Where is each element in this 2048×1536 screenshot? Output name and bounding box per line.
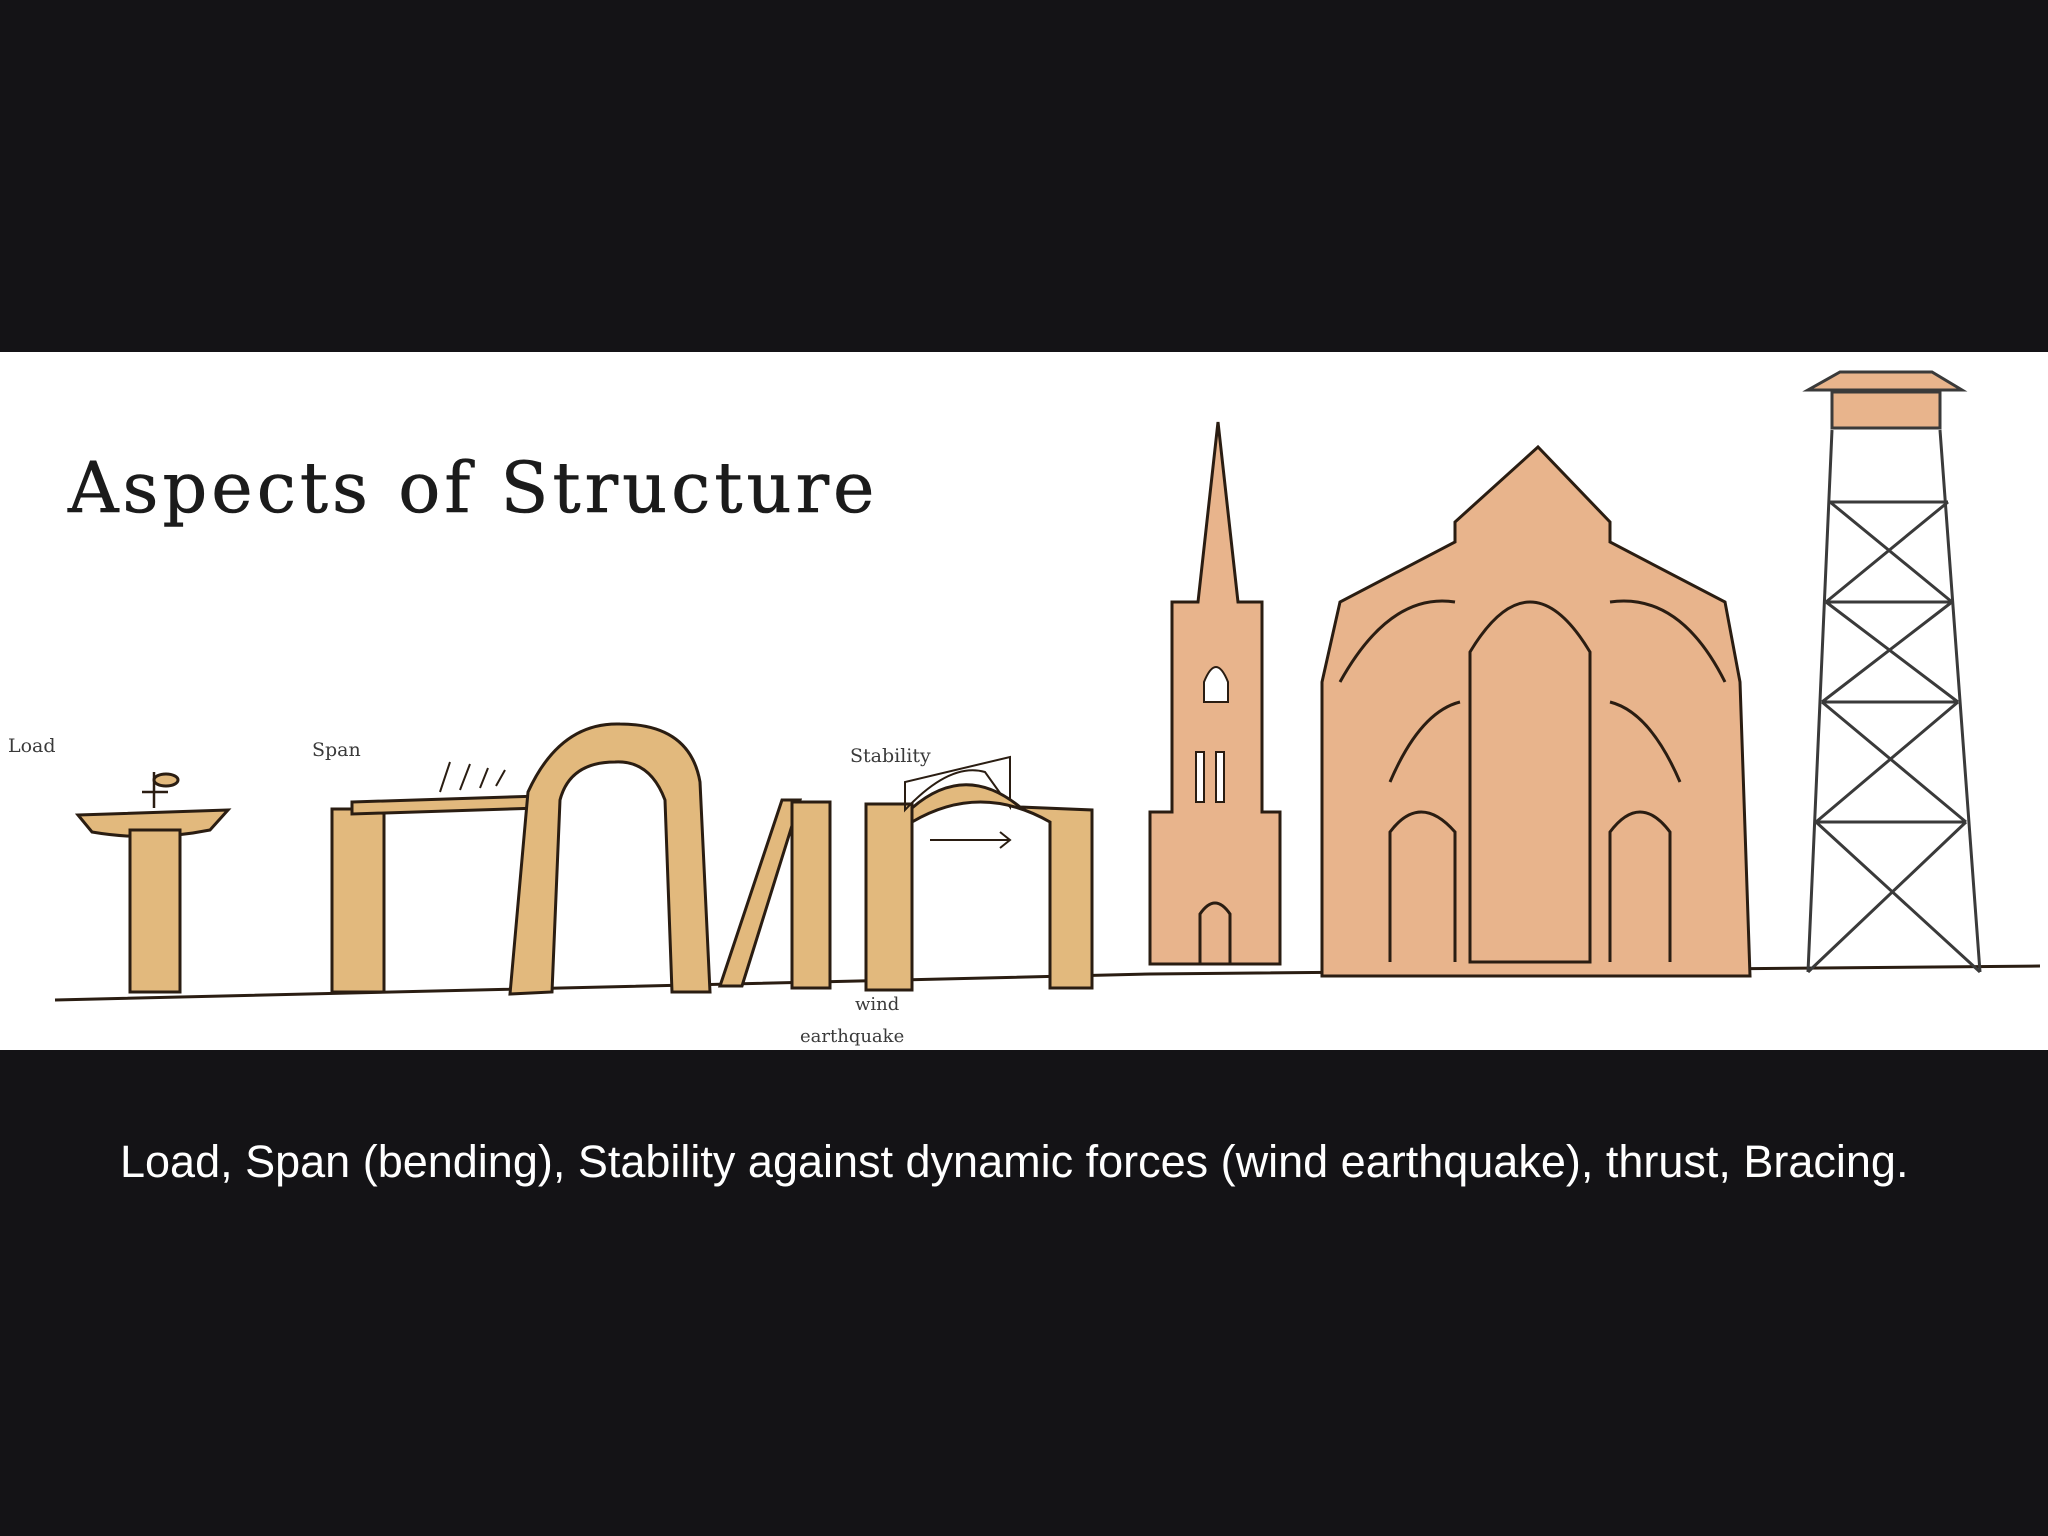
label-stability: Stability (850, 745, 931, 767)
load-post-drawing (74, 772, 232, 994)
slide-caption: Load, Span (bending), Stability against … (120, 1136, 1909, 1187)
illustration-title: Aspects of Structure (67, 447, 878, 529)
label-wind: wind (855, 994, 899, 1015)
label-load: Load (8, 735, 56, 757)
label-earthquake: earthquake (800, 1026, 904, 1047)
arch-drawing (508, 722, 712, 996)
span-lintel-drawing (330, 761, 542, 994)
braced-tower-drawing (1802, 370, 1982, 974)
structure-illustration: Aspects of Structure Load Span Stability… (0, 352, 2048, 1050)
stability-wall-drawing (717, 755, 1094, 992)
label-span: Span (312, 739, 361, 761)
gothic-tower-drawing (1148, 421, 1282, 966)
cathedral-section-drawing (1320, 444, 1752, 978)
